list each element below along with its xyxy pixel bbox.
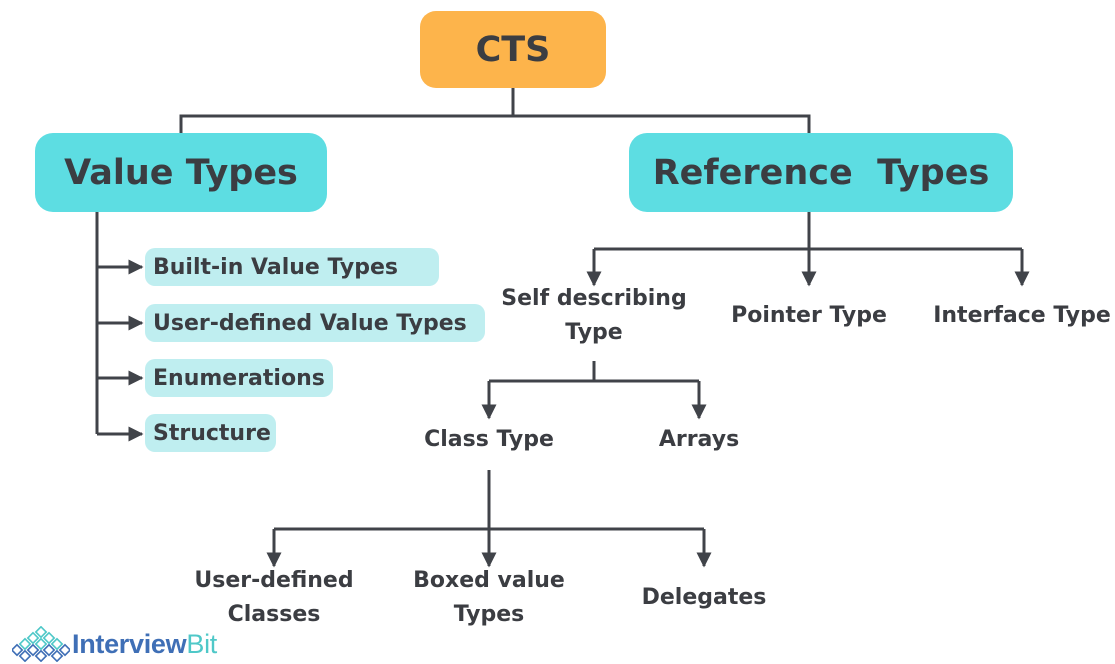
value-type-item-enumerations: Enumerations [145, 359, 333, 397]
logo-wordmark: InterviewBit [72, 629, 217, 660]
boxed-value-types-label: Boxed value Types [413, 564, 565, 632]
cts-root-box: CTS [420, 11, 606, 88]
lattice-diamond [34, 626, 48, 639]
class-type-label: Class Type [424, 427, 554, 452]
lattice-diamond [42, 643, 56, 657]
value-type-item-structure: Structure [145, 414, 276, 452]
value-type-item-builtin: Built-in Value Types [145, 248, 439, 286]
lattice-diamond [12, 643, 24, 657]
reference-types-label: Reference Types [652, 152, 990, 193]
value-type-item-label: Built-in Value Types [153, 254, 398, 280]
self-describing-line1: Self describing [501, 286, 687, 311]
user-defined-classes-line1: User-defined [194, 568, 354, 593]
lattice-diamond [18, 637, 32, 651]
lattice-diamond [34, 637, 48, 651]
cts-root-label: CTS [475, 29, 551, 70]
value-type-item-label: Enumerations [153, 365, 325, 391]
interface-type-label: Interface Type [933, 303, 1111, 328]
lattice-diamond [26, 631, 40, 645]
lattice-diamond [58, 643, 70, 657]
lattice-diamond [42, 631, 56, 645]
logo-wordmark-part2: Bit [186, 628, 217, 659]
lattice-diamond [34, 649, 48, 662]
value-types-label: Value Types [64, 152, 298, 193]
reference-types-box: Reference Types [629, 133, 1013, 212]
boxed-value-types-line2: Types [453, 602, 525, 627]
connector-cts-branches [179, 114, 811, 133]
value-type-item-label: Structure [153, 420, 271, 446]
delegates-label: Delegates [641, 585, 767, 610]
arrays-label: Arrays [658, 427, 740, 452]
value-types-box: Value Types [35, 133, 327, 212]
lattice-diamond [50, 637, 64, 651]
lattice-diamond [50, 649, 64, 662]
lattice-diamond [26, 643, 40, 657]
logo-wordmark-part1: Interview [72, 628, 187, 659]
pointer-type-label: Pointer Type [731, 303, 887, 328]
lattice-diamond [18, 649, 32, 662]
self-describing-line2: Type [565, 320, 623, 345]
value-type-item-user-defined: User-defined Value Types [145, 304, 485, 342]
self-describing-type-label: Self describing Type [501, 282, 686, 350]
user-defined-classes-label: User-defined Classes [194, 564, 353, 632]
diamond-lattice-icon [12, 626, 70, 662]
interviewbit-logo: InterviewBit [12, 626, 217, 662]
boxed-value-types-line1: Boxed value [413, 568, 565, 593]
value-type-item-label: User-defined Value Types [153, 310, 467, 336]
user-defined-classes-line2: Classes [227, 602, 321, 627]
